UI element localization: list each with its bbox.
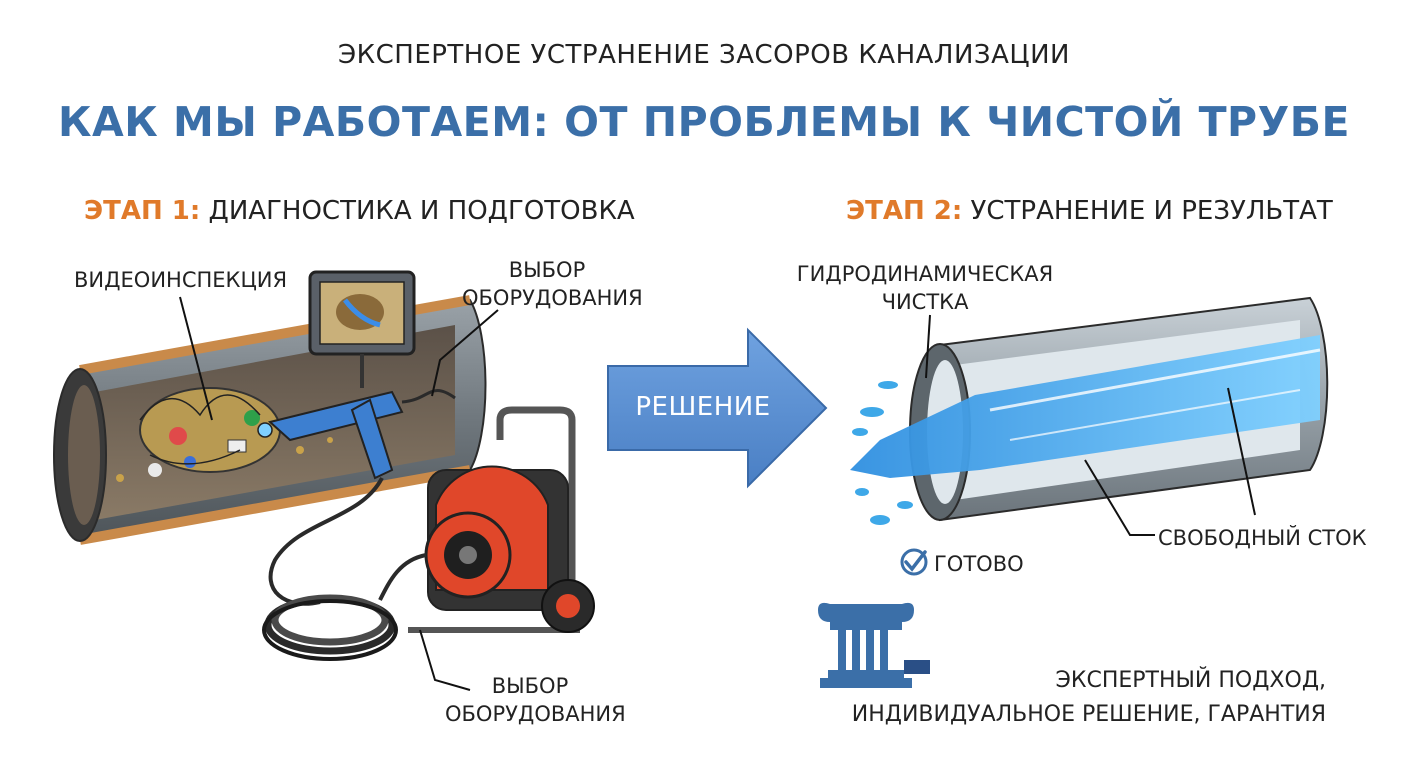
leader-free-flow [1084, 459, 1155, 536]
label-equipment-top: ВЫБОР ОБОРУДОВАНИЯ [462, 256, 643, 312]
label-equipment-top-line1: ВЫБОР [508, 258, 586, 282]
label-equipment-bottom-line1: ВЫБОР [491, 674, 569, 698]
label-hydro-line1: ГИДРОДИНАМИЧЕСКАЯ [796, 262, 1054, 286]
check-circle-icon [900, 548, 928, 576]
footer-guarantee: ЭКСПЕРТНЫЙ ПОДХОД, ИНДИВИДУАЛЬНОЕ РЕШЕНИ… [820, 664, 1326, 732]
inspection-monitor [308, 270, 416, 388]
label-equipment-top-line2: ОБОРУДОВАНИЯ [462, 286, 643, 310]
leader-free-flow-2 [1227, 387, 1256, 516]
footer-line1: ЭКСПЕРТНЫЙ ПОДХОД, [1055, 668, 1326, 693]
label-video-inspection: ВИДЕОИНСПЕКЦИЯ [74, 268, 288, 292]
label-hydro-line2: ЧИСТКА [881, 290, 969, 314]
footer-line2: ИНДИВИДУАЛЬНОЕ РЕШЕНИЕ, ГАРАНТИЯ [851, 702, 1326, 727]
page-title: КАК МЫ РАБОТАЕМ: ОТ ПРОБЛЕМЫ К ЧИСТОЙ ТР… [58, 98, 1350, 146]
hose-coil [262, 594, 398, 661]
stage2-heading: ЭТАП 2: УСТРАНЕНИЕ И РЕЗУЛЬТАТ [846, 196, 1333, 226]
water-jet [850, 335, 1321, 525]
label-equipment-bottom: ВЫБОР ОБОРУДОВАНИЯ [445, 672, 626, 728]
leader-equipment-bottom [419, 629, 471, 691]
leader-video [179, 296, 213, 421]
label-done: ГОТОВО [934, 552, 1024, 576]
dirty-pipe [53, 295, 487, 545]
camera-probe [257, 389, 456, 606]
drain-cleaning-machine [378, 406, 595, 633]
label-equipment-bottom-line2: ОБОРУДОВАНИЯ [445, 702, 626, 726]
column-pillar-icon [818, 602, 930, 688]
solution-arrow [607, 327, 828, 489]
leader-hydro [925, 314, 931, 379]
arrow-label: РЕШЕНИЕ [635, 392, 771, 422]
supertitle: ЭКСПЕРТНОЕ УСТРАНЕНИЕ ЗАСОРОВ КАНАЛИЗАЦИ… [338, 40, 1070, 70]
stage1-heading: ЭТАП 1: ДИАГНОСТИКА И ПОДГОТОВКА [84, 196, 635, 226]
stage2-prefix: ЭТАП 2: [846, 196, 963, 226]
label-free-flow: СВОБОДНЫЙ СТОК [1158, 526, 1367, 550]
label-hydrodynamic: ГИДРОДИНАМИЧЕСКАЯ ЧИСТКА [790, 260, 1060, 316]
stage1-prefix: ЭТАП 1: [84, 196, 201, 226]
stage1-title: ДИАГНОСТИКА И ПОДГОТОВКА [208, 196, 635, 226]
leader-equipment-top [431, 309, 499, 397]
stage2-title: УСТРАНЕНИЕ И РЕЗУЛЬТАТ [970, 196, 1333, 226]
